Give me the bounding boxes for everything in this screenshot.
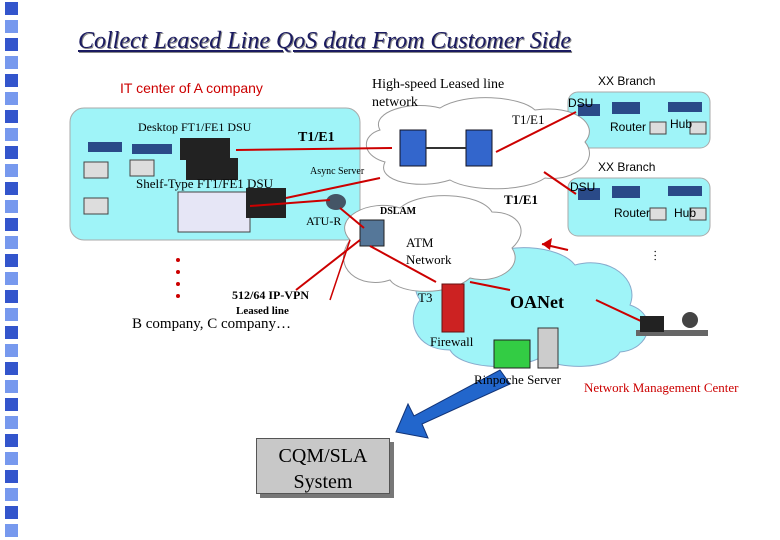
server-monitor (493, 339, 531, 369)
branch1-pc-1 (649, 121, 667, 135)
slide-bullets (0, 0, 40, 540)
red-links (235, 111, 661, 331)
async-server-label: Async Server (310, 166, 365, 177)
bullet-square (5, 344, 18, 357)
switch-2 (465, 129, 493, 167)
bullet-square (5, 146, 18, 159)
desktop-dsu-1 (180, 138, 230, 160)
bullet-square (5, 74, 18, 87)
bullet-square (5, 128, 18, 141)
firewall-device (441, 283, 465, 333)
arrow-head-atm (542, 238, 552, 250)
bullet-square (5, 524, 18, 537)
rinpoche-server-label: Rinpoche Server (474, 372, 562, 387)
ip-vpn-link (329, 239, 351, 301)
bullet-square (5, 56, 18, 69)
firewall-label: Firewall (430, 334, 474, 349)
dslam-device (359, 219, 385, 247)
dslam-label: DSLAM (380, 206, 417, 217)
branch1-hub (668, 102, 702, 112)
atm-network-label: ATM Network (406, 235, 452, 267)
bullet-square (5, 182, 18, 195)
dsu-left (132, 144, 172, 154)
bullet-square (5, 110, 18, 123)
bullet-square (5, 452, 18, 465)
vertical-ellipsis (176, 258, 180, 298)
bullet-square (5, 380, 18, 393)
nmc-desk (636, 330, 708, 336)
atm-cloud (343, 195, 522, 292)
dsu-1-label: DSU (568, 96, 594, 110)
branch2-pc-1 (649, 207, 667, 221)
atu-r-label: ATU-R (306, 214, 342, 228)
branch2-pc-2 (689, 207, 707, 221)
branch-1-label: XX Branch (598, 74, 656, 88)
desktop-dsu-2 (186, 158, 238, 180)
branch1-pc-2 (689, 121, 707, 135)
branch2-hub (668, 186, 702, 196)
leased-line-label: Leased line (236, 305, 289, 317)
bullet-square (5, 488, 18, 501)
hub-2-label: Hub (674, 206, 697, 220)
bullet-square (5, 434, 18, 447)
hub-1-label: Hub (670, 117, 693, 131)
bullet-square (5, 218, 18, 231)
pc-left-2 (129, 159, 155, 177)
router-2-label: Router (614, 206, 651, 220)
t3-label: T3 (418, 290, 433, 305)
bullet-square (5, 506, 18, 519)
nmc-operator (682, 312, 698, 328)
nmc-label: Network Management Center (584, 380, 739, 395)
t1e1-left-label: T1/E1 (298, 130, 335, 145)
bullet-square (5, 254, 18, 267)
server-tower (537, 327, 559, 369)
high-speed-network-label: High-speed Leased line network (372, 77, 505, 110)
branch-2-label: XX Branch (598, 160, 656, 174)
bullet-square (5, 164, 18, 177)
bullet-square (5, 326, 18, 339)
pc-left-1 (83, 161, 109, 179)
bullet-square (5, 416, 18, 429)
b-c-company-label: B company, C company… (132, 316, 292, 332)
switch-1 (399, 129, 427, 167)
branch2-router (612, 186, 640, 198)
nmc-monitor (640, 316, 664, 332)
bullet-square (5, 272, 18, 285)
bullet-square (5, 470, 18, 483)
bullet-square (5, 38, 18, 51)
desktop-dsu-label: Desktop FT1/FE1 DSU (138, 120, 252, 134)
big-arrow-to-cqm (395, 369, 511, 439)
bullet-square (5, 236, 18, 249)
bullet-square (5, 20, 18, 33)
shelf-dsu-label: Shelf-Type FT1/FE1 DSU (136, 176, 274, 191)
atu-r-device (326, 194, 346, 210)
router-1-label: Router (610, 120, 647, 134)
bullet-square (5, 398, 18, 411)
dsu-2-label: DSU (570, 180, 596, 194)
bullet-square (5, 2, 18, 15)
left-hub (88, 142, 122, 152)
ip-vpn-label: 512/64 IP-VPN (232, 288, 309, 302)
t1e1-mid-label: T1/E1 (504, 192, 538, 207)
t1e1-top-label: T1/E1 (512, 112, 545, 127)
slide-title: Collect Leased Line QoS data From Custom… (78, 28, 572, 54)
oanet-label: OANet (510, 292, 564, 312)
branch1-dsu (578, 104, 600, 116)
bullet-square (5, 308, 18, 321)
pc-left-3 (83, 197, 109, 215)
it-center-label: IT center of A company (120, 80, 263, 96)
branch-ellipsis: … (651, 249, 666, 262)
shelf-dsu (177, 191, 251, 233)
bullet-square (5, 362, 18, 375)
bullet-square (5, 290, 18, 303)
branch1-router (612, 102, 640, 114)
bullet-square (5, 200, 18, 213)
branch2-dsu (578, 188, 600, 200)
bullet-square (5, 92, 18, 105)
